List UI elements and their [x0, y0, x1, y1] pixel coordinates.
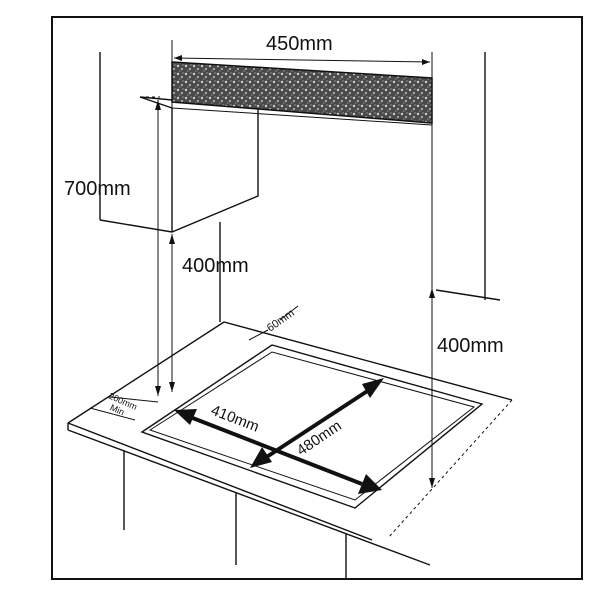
cabinet-clearance-label: 400mm	[182, 255, 249, 277]
side-gap-dimension: 200mm Min	[89, 391, 159, 423]
hood-width-dimension: 450mm	[171, 33, 433, 125]
cutout-depth-arrow: 480mm	[250, 378, 384, 468]
diagram-border	[51, 16, 583, 580]
wall-clearance-dimension: 400mm	[429, 124, 504, 488]
worktop	[67, 321, 513, 578]
wall-cabinet	[99, 96, 259, 233]
cutout-width-label: 410mm	[209, 402, 262, 436]
side-gap-label: 200mm Min	[103, 391, 141, 423]
cabinet-clearance-dimension: 400mm	[169, 234, 249, 392]
cooker-hood	[171, 61, 433, 126]
rear-gap-label: 60mm	[265, 307, 297, 334]
cabinet-height-dimension: 700mm	[64, 96, 161, 396]
wall-lines	[99, 52, 501, 322]
hob	[140, 344, 484, 509]
cabinet-height-label: 700mm	[64, 178, 131, 200]
wall-clearance-label: 400mm	[437, 335, 504, 357]
hood-width-label: 450mm	[266, 33, 333, 55]
